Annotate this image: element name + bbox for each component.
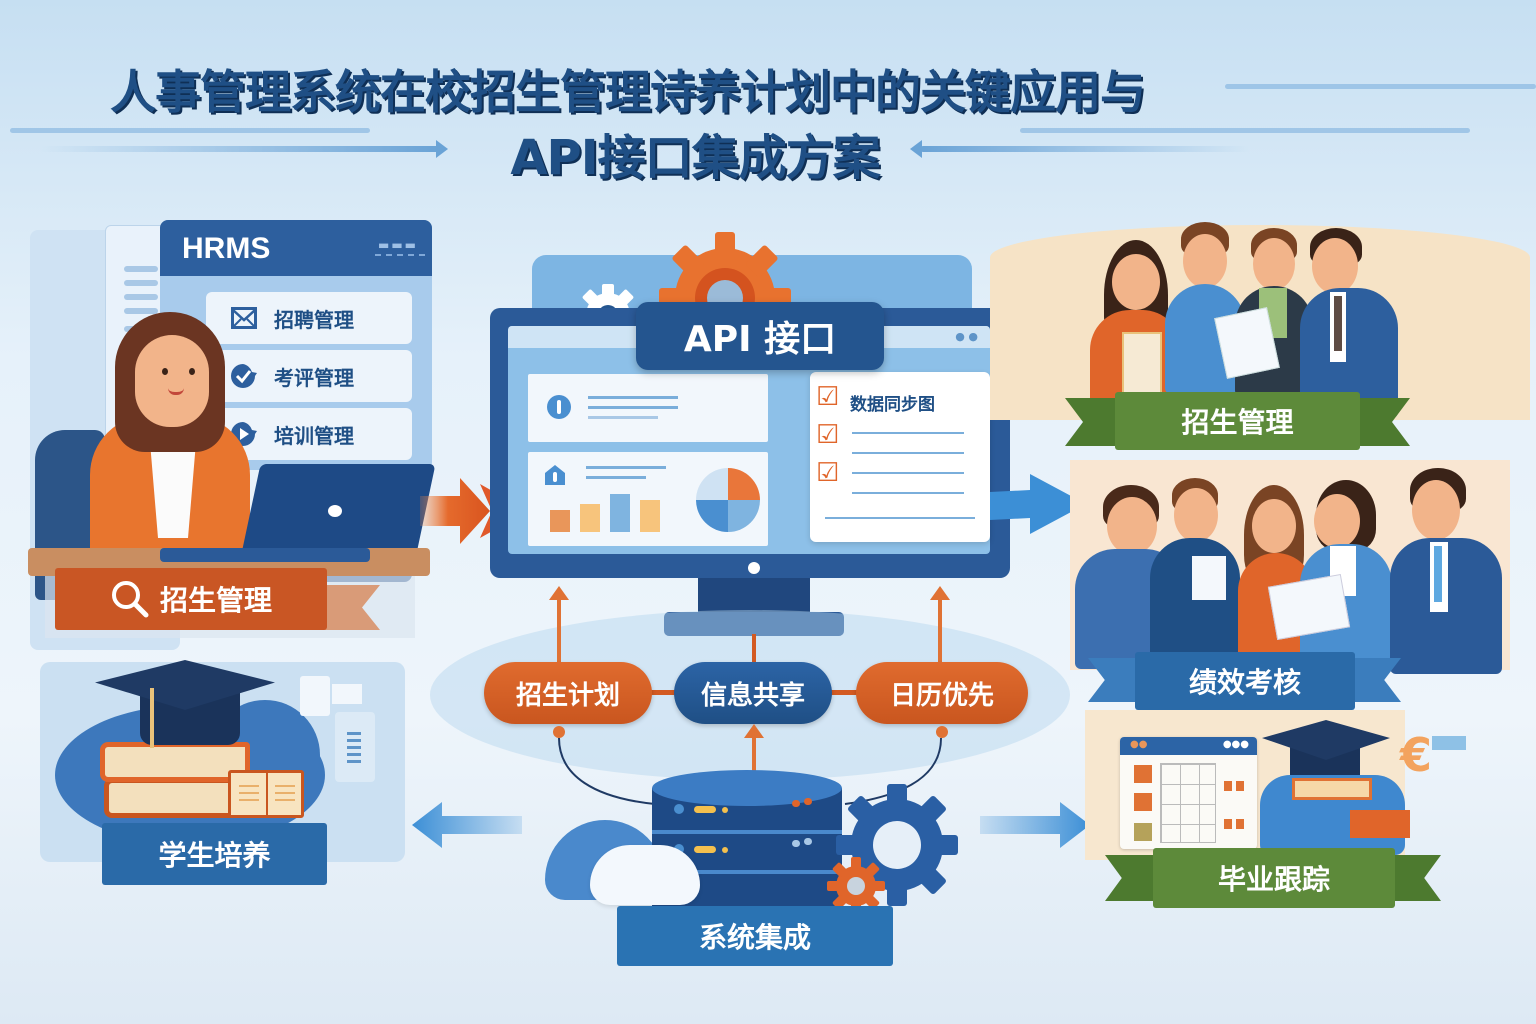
arrow-up-icon bbox=[549, 586, 569, 662]
connector-pin bbox=[553, 726, 565, 738]
open-book-icon bbox=[228, 770, 304, 818]
document-icon bbox=[335, 712, 375, 782]
hrms-menu-label: 招聘管理 bbox=[274, 307, 354, 332]
paper-document-icon bbox=[1192, 556, 1226, 600]
admissions-ribbon-left[interactable]: 招生管理 bbox=[55, 568, 327, 630]
search-icon bbox=[111, 581, 149, 618]
page-title-line2: API接口集成方案 bbox=[510, 130, 880, 186]
checkbox-checked-icon: ☑ bbox=[816, 420, 840, 450]
arrow-right-icon bbox=[436, 140, 448, 158]
woman-eye bbox=[189, 368, 195, 375]
home-icon bbox=[545, 465, 565, 485]
dashboard-card-info[interactable] bbox=[528, 374, 768, 442]
connector-line bbox=[752, 634, 756, 664]
monitor-neck bbox=[698, 578, 810, 616]
flow-node-admissions-plan[interactable]: 招生计划 bbox=[484, 662, 652, 724]
arrow-left-blue-icon bbox=[412, 802, 522, 848]
title-deco-line bbox=[1020, 128, 1470, 133]
ribbon-label: 招生管理 bbox=[159, 584, 272, 617]
arrow-right-blue-icon bbox=[980, 802, 1090, 848]
checkbox-checked-icon bbox=[1134, 793, 1152, 811]
sync-checklist-document[interactable]: ☑ 数据同步图 ☑ ☑ bbox=[810, 372, 990, 542]
laptop-logo bbox=[328, 505, 342, 517]
arrow-right-blue-icon bbox=[990, 474, 1086, 534]
page-title-line1: 人事管理系统在校招生管理诗养计划中的关键应用与 bbox=[110, 65, 1146, 119]
pie-chart bbox=[696, 468, 760, 532]
woman-eye bbox=[162, 368, 168, 375]
checkbox-icon bbox=[1134, 823, 1152, 841]
laptop-keyboard bbox=[160, 548, 370, 562]
gear-icon bbox=[827, 857, 885, 915]
graduation-tracking-ribbon[interactable]: 毕业跟踪 bbox=[1153, 848, 1395, 908]
connector-pin bbox=[936, 726, 948, 738]
connector-line bbox=[830, 690, 858, 695]
woman-smile bbox=[168, 388, 184, 395]
book-icon bbox=[1292, 778, 1372, 800]
student-training-ribbon[interactable]: 学生培养 bbox=[102, 823, 327, 885]
flow-node-calendar-priority[interactable]: 日历优先 bbox=[856, 662, 1028, 724]
api-interface-badge[interactable]: API 接口 bbox=[636, 302, 884, 370]
hrms-menu-item-evaluation[interactable]: 考评管理 bbox=[206, 350, 412, 402]
document-title: 数据同步图 bbox=[850, 395, 935, 415]
hrms-menu-item-recruitment[interactable]: 招聘管理 bbox=[206, 292, 412, 344]
title-arrow-line-right bbox=[920, 146, 1250, 152]
connector-line bbox=[650, 690, 678, 695]
system-integration-ribbon[interactable]: 系统集成 bbox=[617, 906, 893, 966]
checkbox-checked-icon bbox=[1134, 765, 1152, 783]
label-tag bbox=[1432, 736, 1466, 750]
euro-currency-icon: € bbox=[1400, 728, 1433, 782]
admissions-ribbon-right[interactable]: 招生管理 bbox=[1115, 392, 1360, 450]
dashboard-card-chart[interactable] bbox=[528, 452, 768, 546]
cap-tassel bbox=[150, 688, 154, 748]
window-controls: ▬▬▬ bbox=[377, 238, 418, 252]
calendar-icon: ●●●●● bbox=[1120, 737, 1257, 849]
arrow-up-icon bbox=[930, 586, 950, 662]
bar-chart bbox=[550, 494, 660, 532]
checkbox-checked-icon: ☑ bbox=[816, 382, 840, 412]
checkbox-checked-icon: ☑ bbox=[816, 458, 840, 488]
dashed-divider bbox=[375, 254, 425, 256]
title-deco-line bbox=[10, 128, 370, 133]
title-arrow-line-left bbox=[40, 146, 440, 152]
info-icon bbox=[547, 395, 571, 419]
monitor-stand bbox=[664, 612, 844, 636]
check-circle-icon bbox=[230, 364, 258, 388]
phone-icon bbox=[300, 676, 330, 716]
hrms-menu-label: 培训管理 bbox=[274, 423, 354, 448]
hrms-menu-label: 考评管理 bbox=[274, 365, 354, 390]
book-icon bbox=[1350, 810, 1410, 838]
woman-face bbox=[135, 335, 209, 427]
cloud-icon bbox=[590, 845, 700, 905]
performance-ribbon[interactable]: 绩效考核 bbox=[1135, 652, 1355, 710]
title-deco-line bbox=[1225, 84, 1536, 89]
hrms-title: HRMS bbox=[182, 232, 271, 265]
arrow-up-icon bbox=[744, 724, 764, 772]
monitor-power-light bbox=[748, 562, 760, 574]
mail-icon bbox=[230, 306, 258, 330]
hrms-header: HRMS ▬▬▬ bbox=[160, 220, 432, 276]
flow-node-info-sharing[interactable]: 信息共享 bbox=[674, 662, 832, 724]
chat-bubble-icon bbox=[332, 684, 362, 704]
arrow-left-icon bbox=[910, 140, 922, 158]
